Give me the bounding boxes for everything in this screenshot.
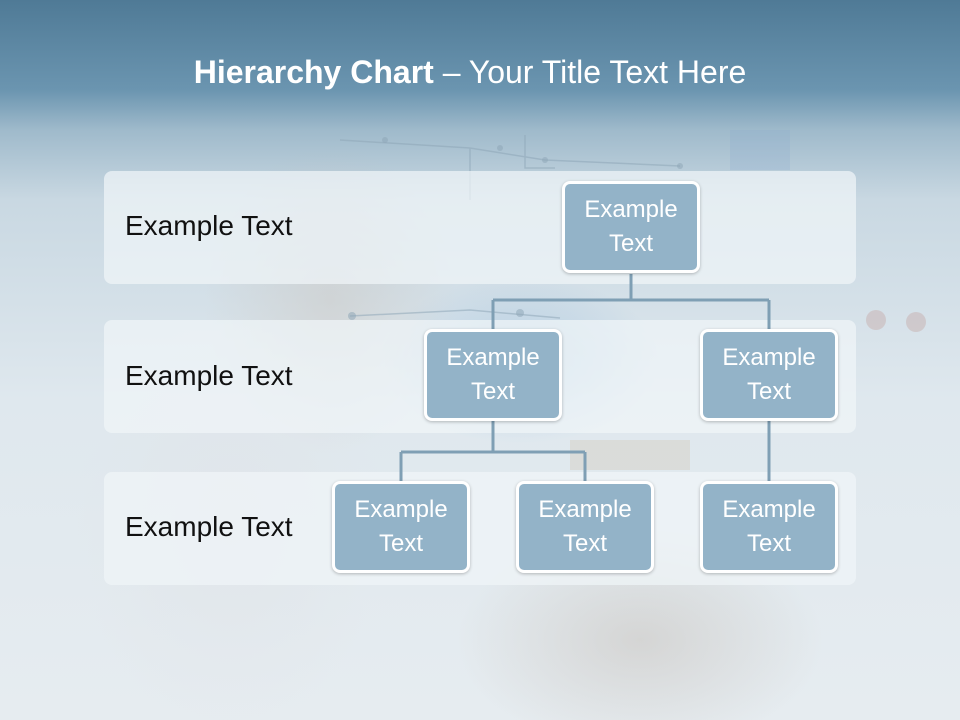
node-level2-right[interactable]: Example Text — [700, 329, 838, 421]
band-label-3: Example Text — [125, 511, 293, 542]
page-title: Hierarchy Chart – Your Title Text Here — [0, 54, 940, 91]
node-level3-c[interactable]: Example Text — [700, 481, 838, 573]
title-bold: Hierarchy Chart — [193, 54, 434, 90]
node-root[interactable]: Example Text — [562, 181, 700, 273]
level-band-1 — [104, 171, 856, 284]
title-rest: – Your Title Text Here — [433, 54, 747, 90]
band-label-1: Example Text — [125, 210, 293, 241]
band-label-2: Example Text — [125, 360, 293, 391]
connector-left-to-level3 — [399, 421, 587, 482]
node-level2-left[interactable]: Example Text — [424, 329, 562, 421]
connector-root-to-level2 — [491, 274, 771, 330]
node-level3-a[interactable]: Example Text — [332, 481, 470, 573]
node-level3-b[interactable]: Example Text — [516, 481, 654, 573]
